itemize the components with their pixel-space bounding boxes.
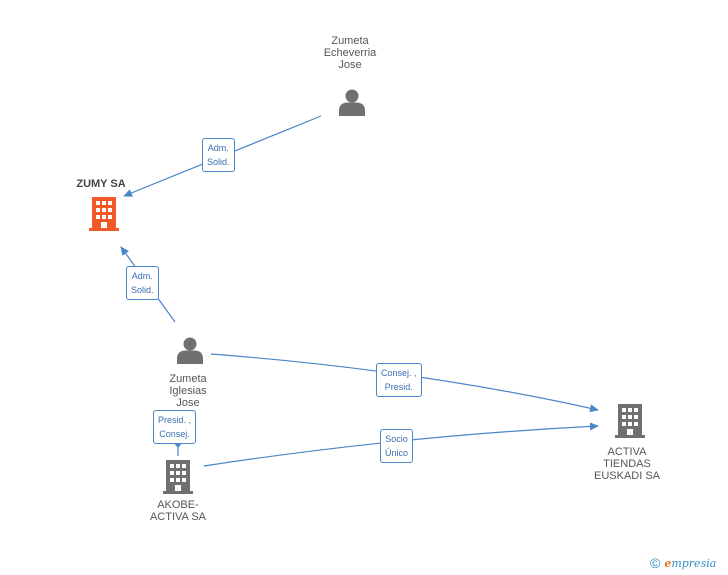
- edge-label-line: Único: [385, 448, 409, 458]
- edge-label-line: Consej.: [159, 429, 190, 439]
- edge-label-consej-presid[interactable]: Consej. , Presid.: [376, 363, 422, 397]
- building-icon: [615, 404, 645, 438]
- person-icon: [177, 337, 203, 364]
- edge-label-line: Adm.: [207, 143, 229, 153]
- brand-initial: e: [664, 557, 672, 570]
- edge-label-presid-consej[interactable]: Presid. , Consej.: [153, 410, 197, 444]
- node-label-line: ACTIVA SA: [149, 511, 207, 523]
- node-label-line: ZUMY SA: [76, 178, 126, 190]
- edge-label-line: Solid.: [131, 285, 154, 295]
- edge-label-socio-unico[interactable]: Socio Único: [380, 429, 414, 463]
- edge-label-line: Solid.: [207, 157, 230, 167]
- node-label-zumeta-echeverria[interactable]: Zumeta Echeverria Jose: [295, 35, 405, 71]
- edge-label-line: Adm.: [131, 271, 153, 281]
- brand-name: mpresia: [671, 557, 717, 570]
- edge-label-adm-solid[interactable]: Adm. Solid.: [126, 266, 159, 300]
- edge-label-line: Presid. ,: [158, 415, 192, 425]
- node-label-akobe[interactable]: AKOBE- ACTIVA SA: [123, 499, 233, 523]
- edge-label-line: Consej. ,: [381, 368, 417, 378]
- brand-logo: empresia: [664, 557, 716, 570]
- node-label-line: AKOBE-: [157, 499, 199, 511]
- edge-label-line: Socio: [385, 434, 408, 444]
- node-label-zumy[interactable]: ZUMY SA: [46, 178, 156, 190]
- edge-label-line: Presid.: [384, 382, 413, 392]
- person-icon: [339, 89, 365, 116]
- node-label-line: EUSKADI SA: [593, 470, 661, 482]
- node-label-zumeta-iglesias[interactable]: Zumeta Iglesias Jose: [133, 373, 243, 411]
- node-label-line: TIENDAS: [603, 458, 651, 470]
- node-label-activa-tiendas[interactable]: ACTIVA TIENDAS EUSKADI SA: [572, 446, 682, 482]
- node-label-line: ACTIVA: [607, 446, 647, 458]
- node-label-line: Echeverria: [323, 47, 377, 59]
- node-label-line: Iglesias: [169, 385, 207, 397]
- building-icon: [163, 460, 193, 494]
- edge-label-adm-solid[interactable]: Adm. Solid.: [202, 138, 235, 172]
- node-label-line: Jose: [176, 397, 200, 409]
- node-label-line: Zumeta: [331, 35, 369, 47]
- building-icon: [89, 197, 119, 231]
- node-label-line: Jose: [338, 59, 362, 71]
- node-label-line: Zumeta: [169, 373, 207, 385]
- copyright-icon: ©: [650, 555, 661, 571]
- brand-footer[interactable]: ©empresia: [650, 555, 716, 571]
